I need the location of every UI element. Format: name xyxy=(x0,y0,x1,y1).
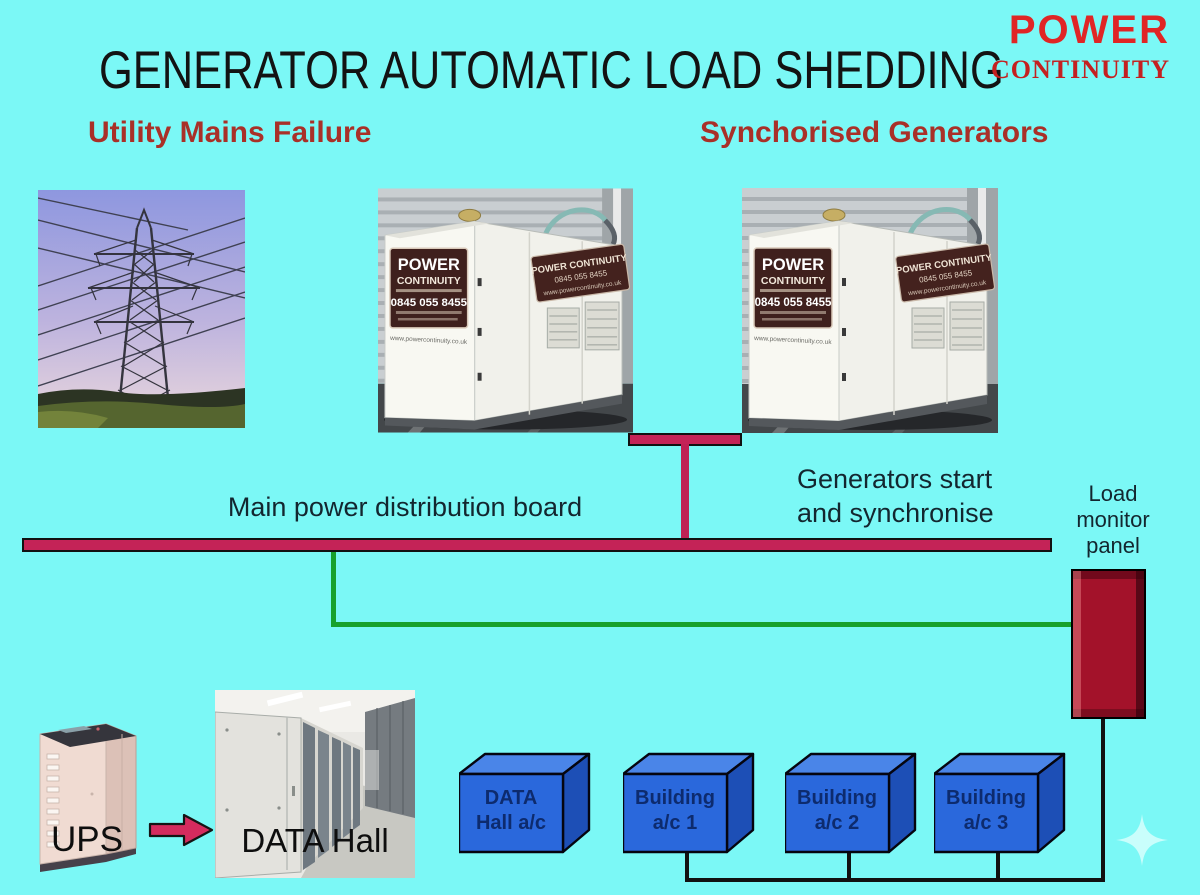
load-bus-line xyxy=(685,878,1105,882)
heading-synchorised-generators: Synchorised Generators xyxy=(700,116,1049,149)
brand-logo-power: POWER xyxy=(1008,8,1170,52)
sparkle-icon xyxy=(1116,814,1168,866)
label-generators-start-line1: Generators start xyxy=(797,464,993,494)
svg-text:POWER: POWER xyxy=(762,256,824,274)
ups-label: UPS xyxy=(51,820,123,859)
label-generators-start-line2: and synchronise xyxy=(797,498,994,528)
sign-website: www.powercontinuity.co.uk xyxy=(389,335,468,346)
generator-feed-line xyxy=(681,444,689,540)
generator-vents xyxy=(546,301,620,351)
generator-front-sign: POWER CONTINUITY 0845 055 8455 www.power… xyxy=(753,247,833,346)
load-monitor-panel xyxy=(1071,569,1146,719)
generator-side-sign: POWER CONTINUITY 0845 055 8455 www.power… xyxy=(530,243,631,303)
page-title: GENERATOR AUTOMATIC LOAD SHEDDING xyxy=(99,41,1004,100)
label-load-monitor-panel: Load monitor panel xyxy=(1076,481,1150,558)
brand-logo: POWER CONTINUITY xyxy=(991,10,1170,83)
load-stub-2 xyxy=(847,851,851,880)
generator-hose xyxy=(543,207,610,236)
panel-drop-line xyxy=(1101,717,1105,880)
load-stub-1 xyxy=(685,851,689,880)
svg-text:0845 055 8455: 0845 055 8455 xyxy=(755,297,832,309)
brand-logo-continuity: CONTINUITY xyxy=(990,55,1170,84)
svg-text:www.powercontinuity.co.uk: www.powercontinuity.co.uk xyxy=(753,335,833,346)
sign-phone: 0845 055 8455 xyxy=(391,297,468,309)
label-generators-start: Generators start and synchronise xyxy=(797,462,994,530)
data-hall-label: DATA Hall xyxy=(241,822,389,859)
rack-glass-doors xyxy=(303,722,360,870)
heading-utility-mains-failure: Utility Mains Failure xyxy=(88,116,372,149)
sign-brand-bottom: CONTINUITY xyxy=(397,276,461,287)
green-feed-line-horizontal xyxy=(331,622,1072,627)
generator-photo-2: POWER CONTINUITY 0845 055 8455 www.power… xyxy=(738,188,1002,433)
sign-brand-top: POWER xyxy=(398,256,460,274)
pylon-tower xyxy=(87,207,201,419)
generator-side-sign: POWER CONTINUITY 0845 055 8455 www.power… xyxy=(895,243,996,303)
generator-front-sign: POWER CONTINUITY 0845 055 8455 www.power… xyxy=(389,247,469,346)
data-hall-photo xyxy=(215,690,415,878)
arrow-right-icon xyxy=(148,813,214,847)
generator-photo-1: POWER CONTINUITY 0845 055 8455 www.power… xyxy=(378,188,633,433)
load-stub-3 xyxy=(996,851,1000,880)
svg-text:CONTINUITY: CONTINUITY xyxy=(761,275,825,287)
label-main-distribution-board: Main power distribution board xyxy=(227,492,583,522)
pylon-photo xyxy=(38,190,245,428)
ups-photo xyxy=(30,706,150,873)
main-bus-bar xyxy=(22,538,1052,552)
green-feed-line-vertical xyxy=(331,552,336,627)
ups-vents xyxy=(46,753,60,848)
